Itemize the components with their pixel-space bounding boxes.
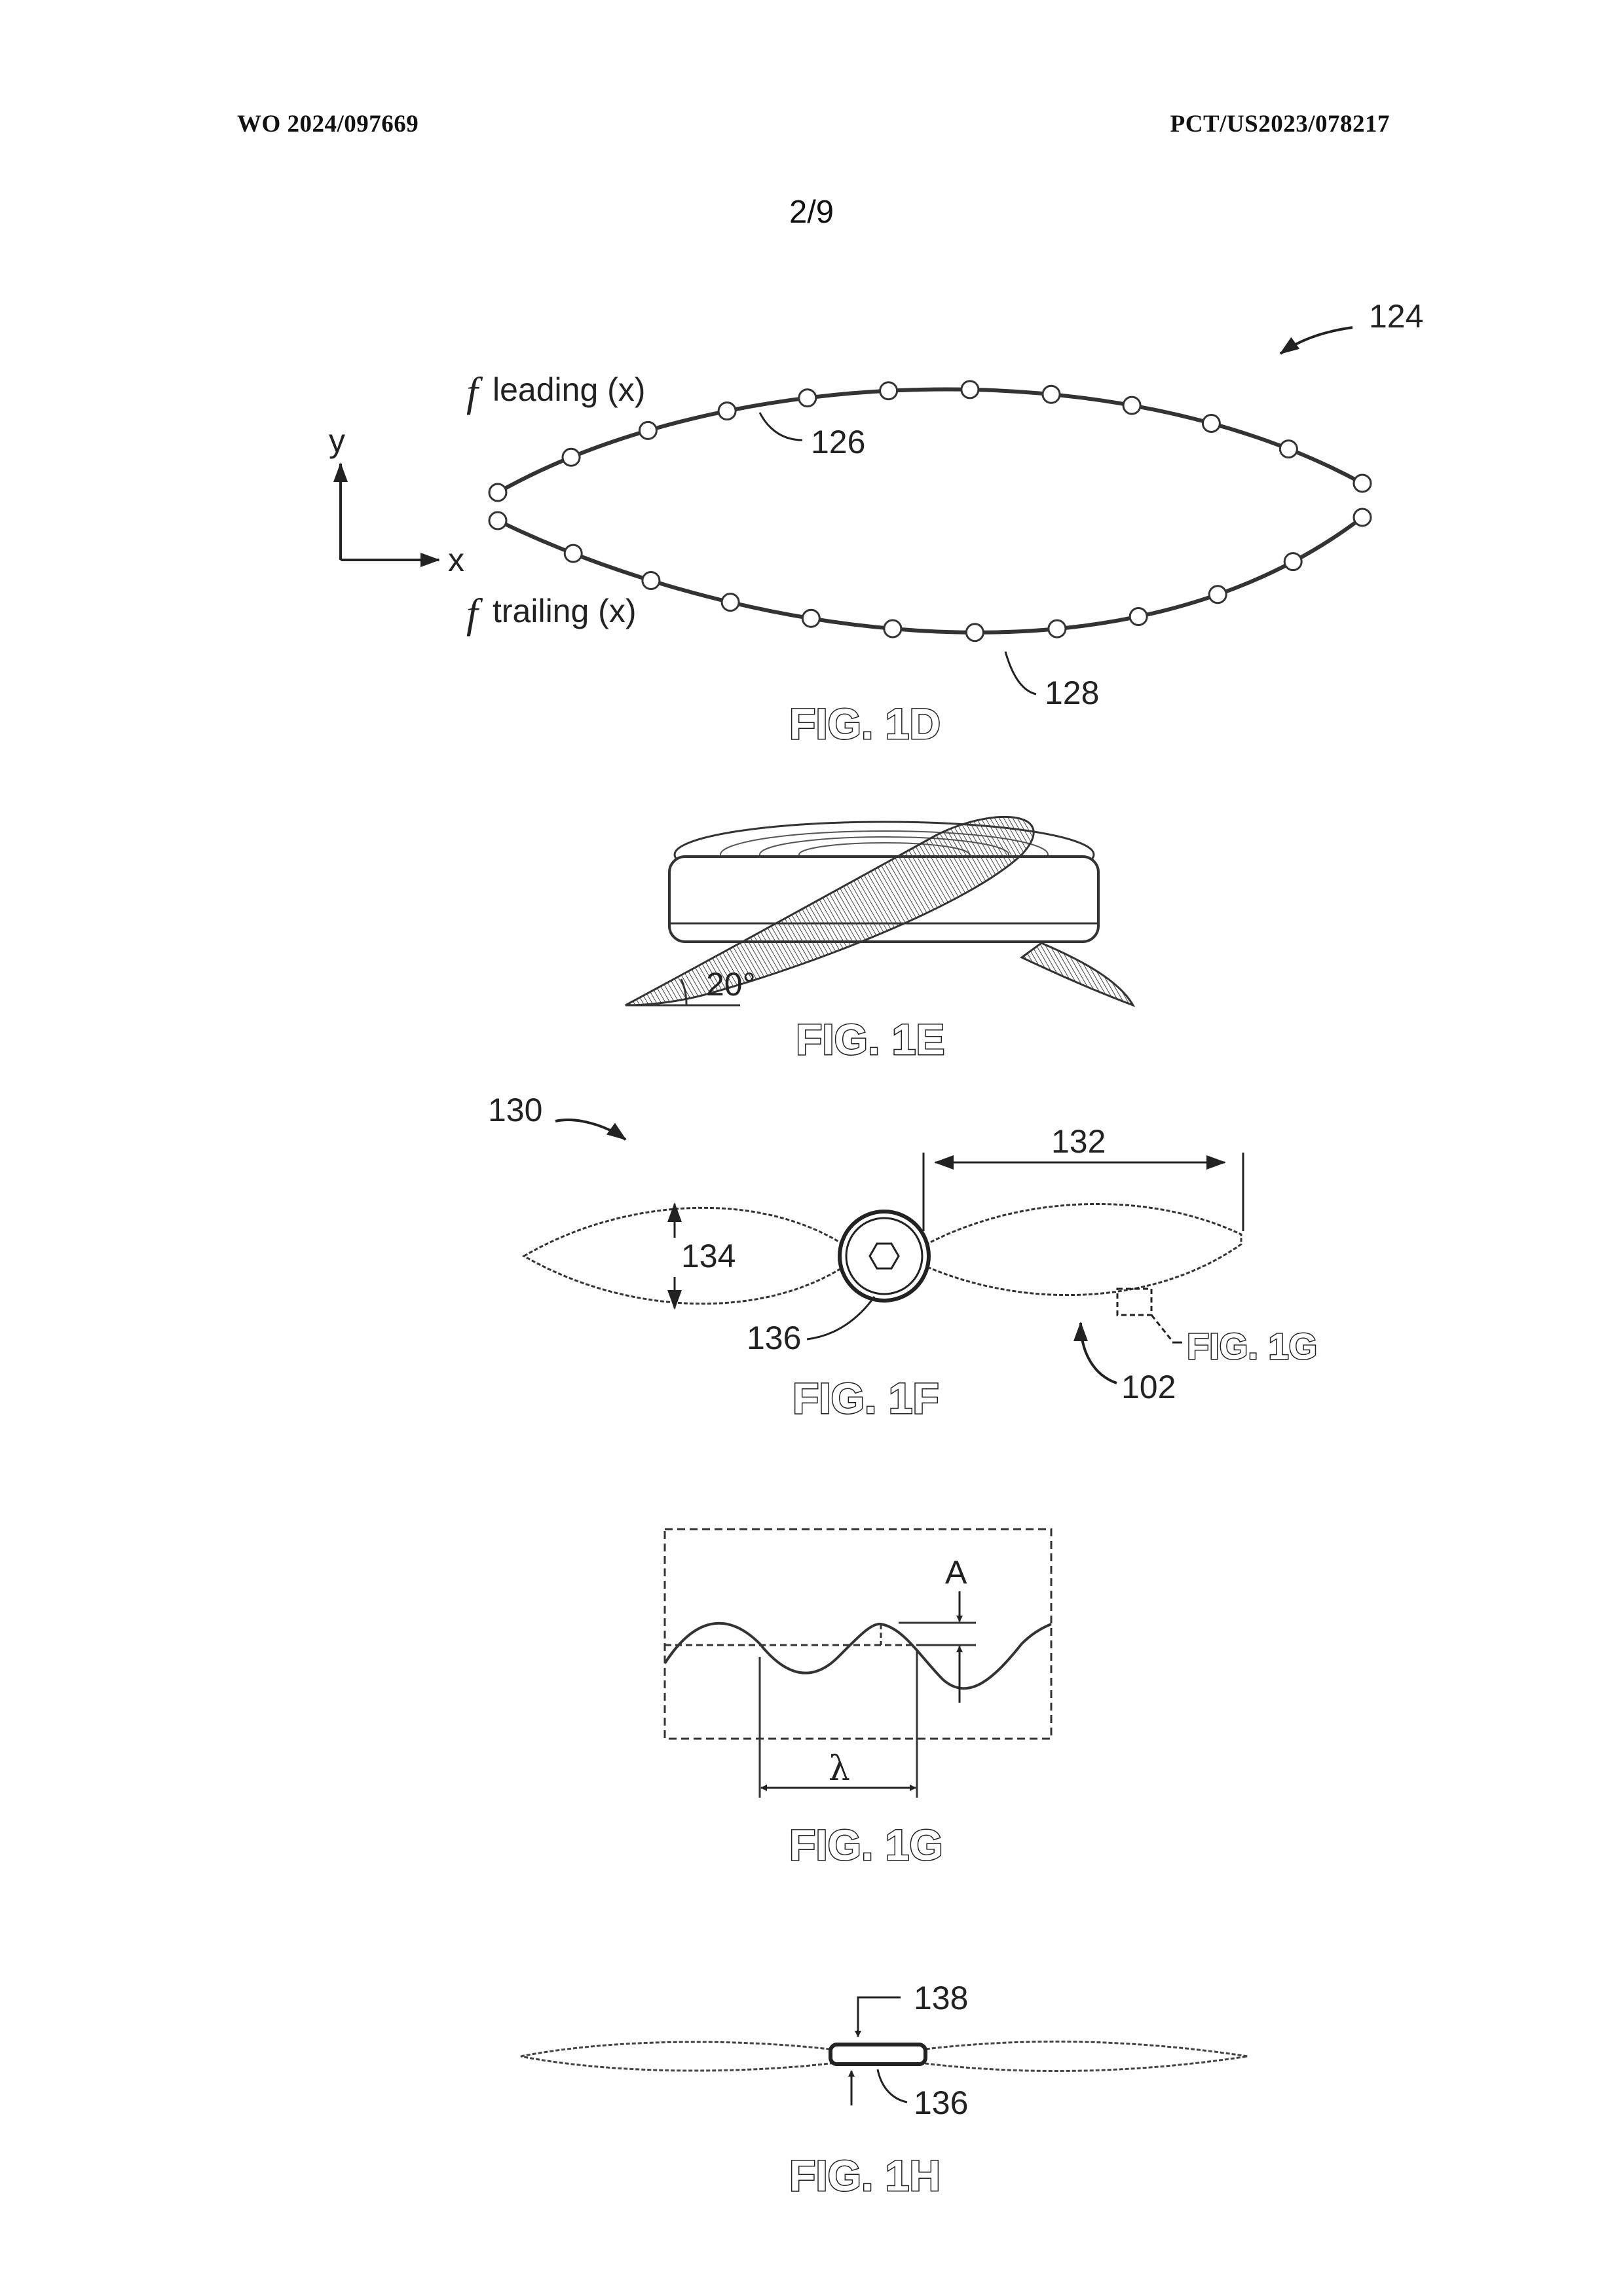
- fig-1d: y x f leading (x) f trailing (x) 124 126…: [329, 298, 1423, 748]
- serration-wave: [665, 1623, 1051, 1688]
- fig-1g-caption: FIG. 1G: [789, 1821, 943, 1869]
- detail-box: [1117, 1289, 1151, 1315]
- ref-134: 134: [681, 1238, 736, 1274]
- detail-frame: [665, 1529, 1051, 1739]
- curve-point: [1280, 441, 1297, 458]
- ref-126: 126: [811, 424, 865, 460]
- curve-point: [1123, 397, 1140, 414]
- fig-1f-caption: FIG. 1F: [793, 1374, 939, 1422]
- curve-point: [1354, 475, 1371, 492]
- curve-point: [1043, 386, 1060, 403]
- curve-point: [489, 512, 506, 529]
- leader-124: [1280, 327, 1352, 354]
- curve-point: [1209, 586, 1226, 603]
- blade-right: [920, 1204, 1241, 1295]
- fig-1g: A λ FIG. 1G: [665, 1529, 1051, 1869]
- curve-point: [880, 382, 897, 399]
- curve-point: [718, 403, 736, 420]
- curve-point: [565, 545, 582, 562]
- leader-138: [858, 1997, 901, 2037]
- fig-1e: 20° FIG. 1E: [625, 817, 1133, 1064]
- curve-point: [1049, 620, 1066, 637]
- side-hub: [830, 2045, 925, 2064]
- leader-128: [1005, 652, 1036, 694]
- ref-136: 136: [747, 1320, 801, 1356]
- leader-102: [1081, 1323, 1117, 1383]
- ref-124: 124: [1369, 298, 1423, 335]
- ref-138: 138: [914, 1980, 968, 2016]
- leader-126: [760, 413, 802, 440]
- curve-point: [489, 484, 506, 501]
- f-trailing-label: trailing (x): [493, 593, 636, 629]
- curve-point: [799, 390, 816, 407]
- curve-point: [961, 381, 979, 398]
- side-blade-right: [920, 2042, 1248, 2071]
- leader-136-side: [878, 2069, 907, 2102]
- curve-point: [1284, 553, 1301, 570]
- wavelength-label: λ: [829, 1749, 850, 1788]
- angle-label: 20°: [706, 966, 756, 1003]
- x-axis-label: x: [448, 542, 464, 578]
- curve-point: [639, 422, 656, 439]
- fig-1d-caption: FIG. 1D: [789, 699, 941, 748]
- fig-1h-caption: FIG. 1H: [789, 2151, 941, 2200]
- f-trailing-symbol: f: [466, 590, 483, 637]
- fig-1e-caption: FIG. 1E: [796, 1015, 944, 1064]
- ref-102: 102: [1121, 1369, 1176, 1405]
- curve-point: [884, 620, 901, 637]
- leader-130: [555, 1120, 625, 1139]
- f-leading-symbol: f: [466, 369, 483, 415]
- curve-point: [722, 594, 739, 611]
- hex-bore: [870, 1244, 899, 1268]
- ref-132: 132: [1051, 1123, 1106, 1160]
- curve-point: [966, 624, 983, 641]
- curve-point: [802, 610, 819, 627]
- y-axis-label: y: [329, 422, 345, 459]
- ref-136-side: 136: [914, 2084, 968, 2121]
- side-blade-left: [521, 2042, 835, 2071]
- f-leading-label: leading (x): [493, 371, 645, 408]
- curve-point: [1130, 608, 1147, 625]
- curve-point: [563, 449, 580, 466]
- leader-136: [807, 1297, 874, 1339]
- curve-point: [643, 572, 660, 589]
- fig-1f: 130 132 134 136 FIG. 1G 102 FIG. 1F: [488, 1092, 1317, 1422]
- amplitude-label: A: [945, 1554, 967, 1591]
- detail-ref-fig-1g: FIG. 1G: [1187, 1325, 1317, 1367]
- propeller-blade-rear: [1022, 943, 1133, 1005]
- ref-128: 128: [1045, 675, 1099, 711]
- curve-point: [1354, 509, 1371, 526]
- curve-point: [1203, 415, 1220, 432]
- fig-1h: 138 136 FIG. 1H: [521, 1980, 1248, 2200]
- ref-130: 130: [488, 1092, 542, 1128]
